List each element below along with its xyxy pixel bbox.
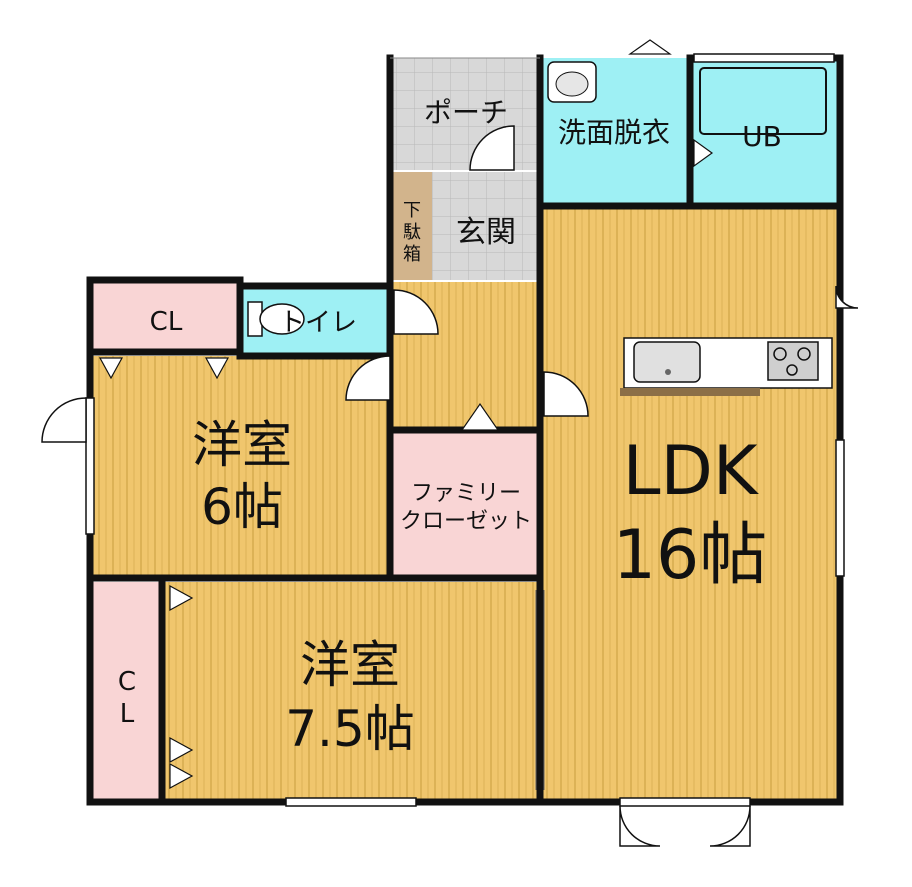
closet-side-label-1: C bbox=[118, 667, 136, 697]
entrance-floor bbox=[432, 172, 540, 280]
family-closet-floor bbox=[392, 430, 540, 578]
closet-top-label: CL bbox=[150, 307, 183, 337]
closet-arrows bbox=[98, 39, 714, 790]
windows bbox=[85, 53, 845, 807]
closet-top-floor bbox=[92, 282, 240, 350]
western-large-size: 7.5帖 bbox=[285, 700, 415, 758]
ldk-size: 16帖 bbox=[613, 516, 768, 595]
entrance-label: 玄関 bbox=[456, 215, 516, 250]
porch-label: ポーチ bbox=[424, 96, 508, 129]
shoe-box-label-2: 駄 bbox=[403, 222, 421, 243]
western-small-size: 6帖 bbox=[201, 478, 283, 536]
shoe-box-floor bbox=[392, 172, 432, 280]
western-small-label: 洋室 bbox=[192, 416, 292, 474]
bathtub-icon bbox=[699, 67, 827, 135]
toilet-label: トイレ bbox=[279, 308, 357, 338]
toilet-icon bbox=[247, 301, 305, 337]
ldk-label: LDK bbox=[623, 432, 760, 511]
family-closet-label-1: ファミリー bbox=[411, 481, 521, 506]
western-large-floor bbox=[162, 582, 540, 800]
closet-side-label-2: L bbox=[120, 699, 135, 729]
ldk-floor bbox=[540, 206, 838, 802]
family-closet-label-2: クローゼット bbox=[400, 509, 532, 534]
kitchen-sink-icon bbox=[633, 341, 701, 383]
sink-icon bbox=[547, 61, 597, 103]
western-small-floor bbox=[92, 356, 388, 578]
stove-icon bbox=[767, 341, 819, 381]
closet-side-floor bbox=[92, 582, 162, 800]
porch-floor bbox=[392, 58, 540, 170]
western-large-label: 洋室 bbox=[300, 636, 400, 694]
sliding-door-marks bbox=[535, 590, 545, 790]
shoe-box-label-3: 箱 bbox=[403, 244, 421, 265]
shoe-box-label-1: 下 bbox=[403, 200, 421, 221]
washroom-label: 洗面脱衣 bbox=[558, 116, 670, 149]
door-swings bbox=[41, 125, 859, 847]
bath-label: UB bbox=[742, 120, 782, 153]
